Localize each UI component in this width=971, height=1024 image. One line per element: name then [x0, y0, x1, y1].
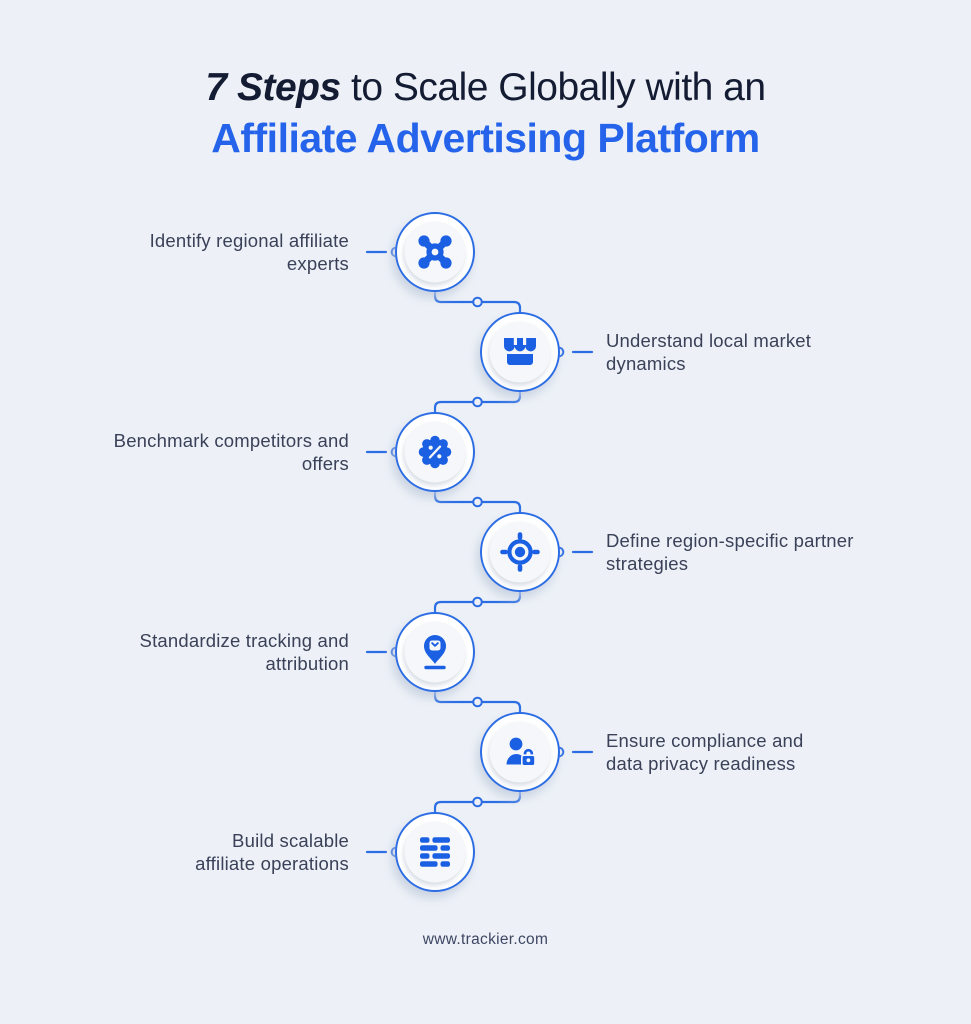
step-label-line: data privacy readiness — [606, 753, 796, 774]
step-4-label: Define region-specific partner strategie… — [606, 529, 916, 575]
label-connectors — [365, 250, 594, 854]
step-label-line: Ensure compliance and — [606, 730, 804, 751]
footer-url: www.trackier.com — [422, 931, 549, 948]
step-label-line: affiliate operations — [195, 853, 349, 874]
title-highlight: 7 Steps — [205, 66, 341, 109]
affiliate-network-icon — [418, 235, 452, 269]
location-pin-icon — [424, 635, 446, 670]
step-label-line: offers — [301, 453, 349, 474]
step-label-line: Identify regional affiliate — [149, 230, 349, 251]
user-lock-icon — [506, 737, 536, 767]
step-5-label: Standardize tracking and attribution — [59, 629, 349, 675]
step-label-line: Build scalable — [232, 830, 349, 851]
step-6-node — [480, 712, 560, 792]
connector-dot — [472, 396, 483, 408]
title-line-1-rest: to Scale Globally with an — [351, 66, 766, 109]
page-title: 7 Steps to Scale Globally with an Affili… — [0, 62, 971, 164]
step-3-node — [395, 412, 475, 492]
step-label-line: Benchmark competitors and — [113, 430, 349, 451]
connector-dot — [472, 496, 483, 508]
step-2-label: Understand local market dynamics — [606, 329, 916, 375]
step-label-line: Define region-specific partner — [606, 530, 854, 551]
step-3-label: Benchmark competitors and offers — [59, 429, 349, 475]
connector-dot — [472, 296, 483, 308]
step-label-line: Understand local market — [606, 330, 812, 351]
step-nodes — [395, 212, 560, 892]
step-6-label: Ensure compliance and data privacy readi… — [606, 729, 916, 775]
storefront-icon — [504, 338, 536, 365]
step-4-node — [480, 512, 560, 592]
step-label-line: attribution — [265, 653, 349, 674]
connector-dot — [472, 696, 483, 708]
connector-dots — [472, 296, 483, 808]
step-label-line: strategies — [606, 553, 689, 574]
bricks-icon — [420, 837, 450, 867]
connector-dot — [472, 596, 483, 608]
discount-badge-icon — [418, 435, 452, 469]
target-icon — [500, 532, 540, 572]
step-2-node — [480, 312, 560, 392]
step-5-node — [395, 612, 475, 692]
step-label-line: experts — [286, 253, 349, 274]
title-line-2: Affiliate Advertising Platform — [211, 115, 760, 161]
connector-dot — [472, 796, 483, 808]
step-1-node — [395, 212, 475, 292]
step-7-node — [395, 812, 475, 892]
step-1-label: Identify regional affiliate experts — [59, 229, 349, 275]
title-line-1: 7 Steps to Scale Globally with an — [0, 62, 971, 113]
step-label-line: dynamics — [606, 353, 686, 374]
step-label-line: Standardize tracking and — [139, 630, 349, 651]
step-7-label: Build scalable affiliate operations — [59, 829, 349, 875]
